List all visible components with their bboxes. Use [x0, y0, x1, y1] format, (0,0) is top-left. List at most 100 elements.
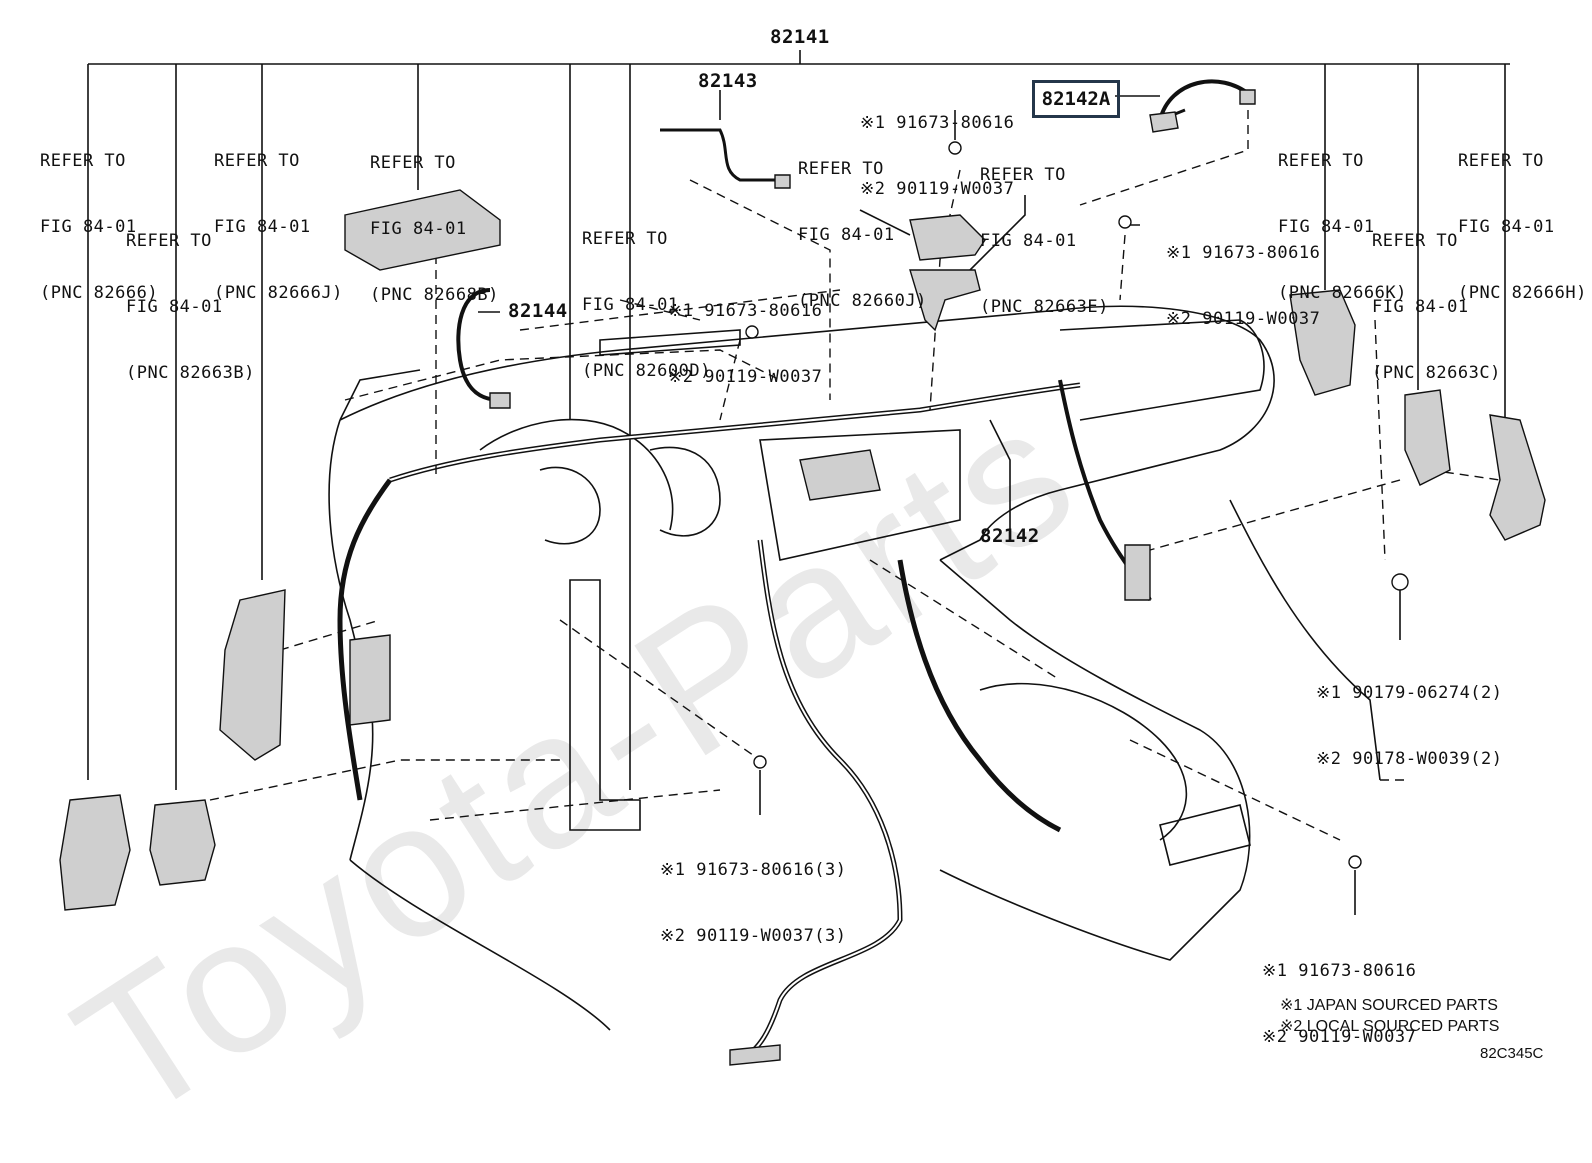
bolt-mid-right-icon [1118, 215, 1132, 229]
dash-82600D [619, 299, 701, 321]
ref-82663E[interactable]: REFER TO FIG 84-01 (PNC 82663E) [980, 120, 1109, 340]
part-82141: 82141 [770, 26, 830, 48]
part-82142: 82142 [980, 525, 1040, 547]
dash-82142A [1079, 110, 1249, 206]
ref-line: (PNC 82666J) [214, 283, 343, 303]
bolt-left-dash-icon [745, 325, 759, 339]
floor-line [349, 859, 611, 1031]
fastener-line: ※1 90179-06274(2) [1316, 683, 1503, 703]
ref-line: FIG 84-01 [1458, 217, 1555, 237]
legend-japan: ※1 JAPAN SOURCED PARTS [1280, 997, 1498, 1014]
column-cover [569, 579, 641, 831]
ref-line: FIG 84-01 [582, 295, 679, 315]
ref-82660J[interactable]: REFER TO FIG 84-01 (PNC 82660J) [798, 114, 927, 334]
leader-82142 [989, 419, 1011, 530]
harness-82142A [1158, 79, 1252, 121]
ref-line: FIG 84-01 [40, 217, 137, 237]
dash-82666H [1429, 469, 1501, 481]
ref-line: REFER TO [1372, 231, 1458, 251]
dash-box-left [344, 349, 781, 401]
ref-line: (PNC 82663E) [980, 297, 1109, 317]
ref-line: FIG 84-01 [214, 217, 311, 237]
dash-82666J [279, 619, 381, 651]
fastener-clip-right[interactable]: ※1 90179-06274(2) ※2 90178-W0039(2) [1316, 638, 1503, 792]
part-82144: 82144 [508, 300, 568, 322]
fastener-line: ※2 90178-W0039(2) [1316, 749, 1503, 769]
fastener-line: ※1 91673-80616 [668, 301, 823, 321]
bolt-top-center-icon [948, 141, 962, 155]
cluster-connector-block [799, 449, 881, 501]
ref-82600D[interactable]: REFER TO FIG 84-01 (PNC 82600D) [582, 184, 711, 404]
ref-82666K[interactable]: REFER TO FIG 84-01 (PNC 82666K) [1278, 106, 1407, 326]
right-connector-stack [1124, 544, 1151, 601]
ref-line: FIG 84-01 [370, 219, 467, 239]
ecu-82663B [149, 799, 216, 886]
harness-82143 [660, 128, 775, 182]
part-82143: 82143 [698, 70, 758, 92]
fastener-left-dash[interactable]: ※1 91673-80616 ※2 90119-W0037 [668, 256, 822, 410]
fastener-line: ※1 91673-80616 [1262, 961, 1417, 981]
clip-right-icon [1391, 573, 1409, 591]
ref-line: (PNC 82666H) [1458, 283, 1587, 303]
fastener-top-center[interactable]: ※1 91673-80616 ※2 90119-W0037 [860, 68, 1014, 222]
ref-line: FIG 84-01 [1372, 297, 1469, 317]
fastener-line: ※2 90119-W0037 [860, 179, 1015, 199]
ref-line: (PNC 82666) [40, 283, 159, 303]
connector-82142A-b [1239, 89, 1256, 105]
ref-line: (PNC 82666K) [1278, 283, 1407, 303]
figure-code: 82C345C [1480, 1045, 1544, 1062]
ecu-82666K [1289, 289, 1356, 396]
ref-82666H[interactable]: REFER TO FIG 84-01 (PNC 82666H) [1458, 106, 1587, 326]
ref-line: REFER TO [370, 153, 456, 173]
ref-82666[interactable]: REFER TO FIG 84-01 (PNC 82666) [40, 106, 158, 326]
center-drop-inner [739, 539, 902, 1061]
junction-block-82668B [344, 189, 501, 271]
dash-box-mid [519, 289, 841, 331]
fastener-line: ※2 90119-W0037(3) [660, 926, 847, 946]
ref-line: FIG 84-01 [126, 297, 223, 317]
ecu-82666 [59, 794, 131, 911]
dashboard-lower [328, 419, 374, 861]
left-pillar [339, 369, 421, 421]
dashboard-outline [339, 305, 1275, 561]
ref-line: REFER TO [1458, 151, 1544, 171]
console-harness [897, 559, 1062, 833]
ref-82668B[interactable]: REFER TO FIG 84-01 (PNC 82668B) [370, 108, 499, 328]
wiring-harness-diagram [59, 50, 1546, 1066]
dash-bottom-fast [559, 619, 761, 761]
ref-line: (PNC 82663B) [126, 363, 255, 383]
ref-82663B[interactable]: REFER TO FIG 84-01 (PNC 82663B) [126, 186, 255, 406]
ref-82663C[interactable]: REFER TO FIG 84-01 (PNC 82663C) [1372, 186, 1501, 406]
floor-connector [729, 1044, 781, 1066]
ref-line: REFER TO [126, 231, 212, 251]
bolt-bottom-right-icon [1348, 855, 1362, 869]
fastener-bottom-right[interactable]: ※1 91673-80616 ※2 90119-W0037 [1262, 916, 1416, 1070]
fastener-mid-right[interactable]: ※1 91673-80616 ※2 90119-W0037 [1166, 198, 1320, 352]
console-top [979, 682, 1188, 841]
fastener-line: ※2 90119-W0037 [1166, 309, 1321, 329]
gauge-right [649, 446, 721, 537]
fastener-line: ※1 91673-80616 [1166, 243, 1321, 263]
fastener-bottom-center[interactable]: ※1 91673-80616(3) ※2 90119-W0037(3) [660, 815, 847, 969]
defroster-strip [599, 329, 741, 356]
ref-line: (PNC 82663C) [1372, 363, 1501, 383]
connector-82144-end [489, 392, 511, 409]
leader-82663E [959, 195, 1026, 281]
fastener-line: ※1 91673-80616(3) [660, 860, 847, 880]
part-82142A-highlighted[interactable]: 82142A [1032, 80, 1120, 118]
dash-fast-top [929, 169, 961, 411]
dash-fast-right [1119, 234, 1126, 301]
left-drop [337, 478, 393, 801]
ref-line: FIG 84-01 [798, 225, 895, 245]
legend: ※1 JAPAN SOURCED PARTS ※2 LOCAL SOURCED … [1280, 995, 1499, 1037]
right-dash [1059, 319, 1265, 421]
legend-local: ※2 LOCAL SOURCED PARTS [1280, 1018, 1500, 1035]
dash-mid-right [869, 559, 1061, 681]
ref-line: REFER TO [40, 151, 126, 171]
left-connector-stack [349, 634, 391, 726]
main-harness-inner [389, 384, 1081, 481]
ref-line: (PNC 82660J) [798, 291, 927, 311]
ref-82666J[interactable]: REFER TO FIG 84-01 (PNC 82666J) [214, 106, 343, 326]
connector-82142A-a [1149, 111, 1179, 133]
ref-line: REFER TO [582, 229, 668, 249]
